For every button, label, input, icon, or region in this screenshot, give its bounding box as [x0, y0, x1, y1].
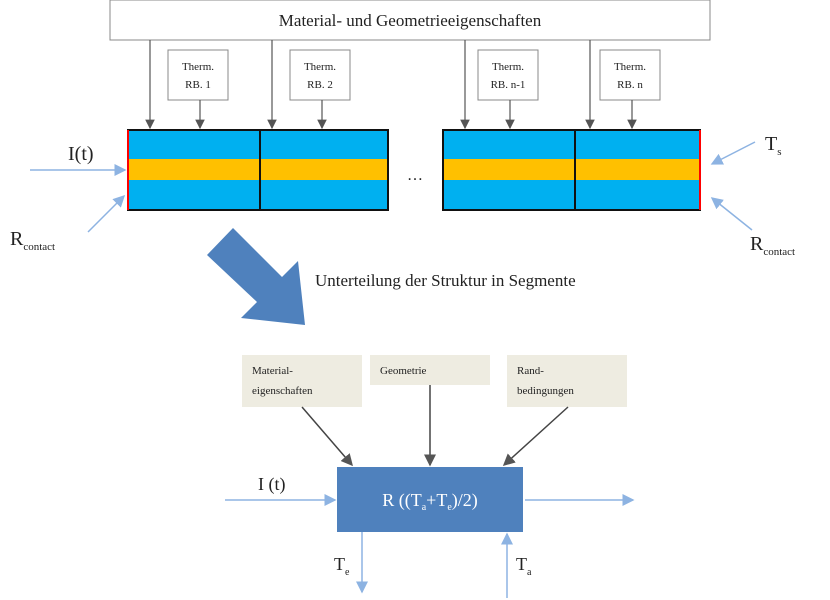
svg-text:R ((Ta+Te)/2): R ((Ta+Te)/2): [382, 490, 478, 513]
svg-text:Therm.: Therm.: [304, 61, 336, 73]
svg-text:RB. n: RB. n: [617, 79, 643, 91]
temp-right-label: Ts: [765, 133, 782, 158]
therm-box-n: Therm. RB. n: [599, 49, 661, 101]
ellipsis: …: [407, 167, 423, 184]
current-label-top: I(t): [68, 143, 94, 165]
svg-text:bedingungen: bedingungen: [517, 385, 574, 397]
input-boundary: Rand- bedingungen: [507, 355, 627, 407]
current-label-bottom: I (t): [258, 474, 285, 495]
svg-text:RB. 2: RB. 2: [307, 79, 333, 91]
layer-stack-right: [442, 129, 701, 211]
input-geometry: Geometrie: [370, 355, 490, 385]
svg-text:RB. 1: RB. 1: [185, 79, 211, 91]
temp-in-label: Ta: [516, 554, 532, 578]
svg-text:Therm.: Therm.: [182, 61, 214, 73]
property-arrows: [145, 40, 637, 130]
r-contact-left: Rcontact: [10, 228, 55, 253]
input-arrows: [301, 385, 569, 467]
properties-label: Material- und Geometrieeigenschaften: [279, 11, 542, 30]
svg-text:Geometrie: Geometrie: [380, 365, 427, 377]
layer-stack-left: [127, 129, 389, 211]
input-material: Material- eigenschaften: [242, 355, 362, 407]
svg-text:eigenschaften: eigenschaften: [252, 385, 313, 397]
temp-out-label: Te: [334, 554, 350, 578]
therm-box-2: Therm. RB. 2: [289, 49, 351, 101]
therm-box-1: Therm. RB. 1: [167, 49, 229, 101]
svg-text:Rand-: Rand-: [517, 365, 544, 377]
therm-box-n-1: Therm. RB. n-1: [477, 49, 539, 101]
big-arrow-icon: [207, 228, 305, 325]
svg-text:Therm.: Therm.: [614, 61, 646, 73]
r-contact-right: Rcontact: [750, 233, 795, 258]
svg-text:RB. n-1: RB. n-1: [491, 79, 526, 91]
svg-text:Therm.: Therm.: [492, 61, 524, 73]
properties-box: Material- und Geometrieeigenschaften: [109, 0, 711, 41]
resistance-block: R ((Ta+Te)/2): [337, 467, 523, 532]
transition-label: Unterteilung der Struktur in Segmente: [315, 271, 576, 290]
svg-text:Material-: Material-: [252, 365, 293, 377]
